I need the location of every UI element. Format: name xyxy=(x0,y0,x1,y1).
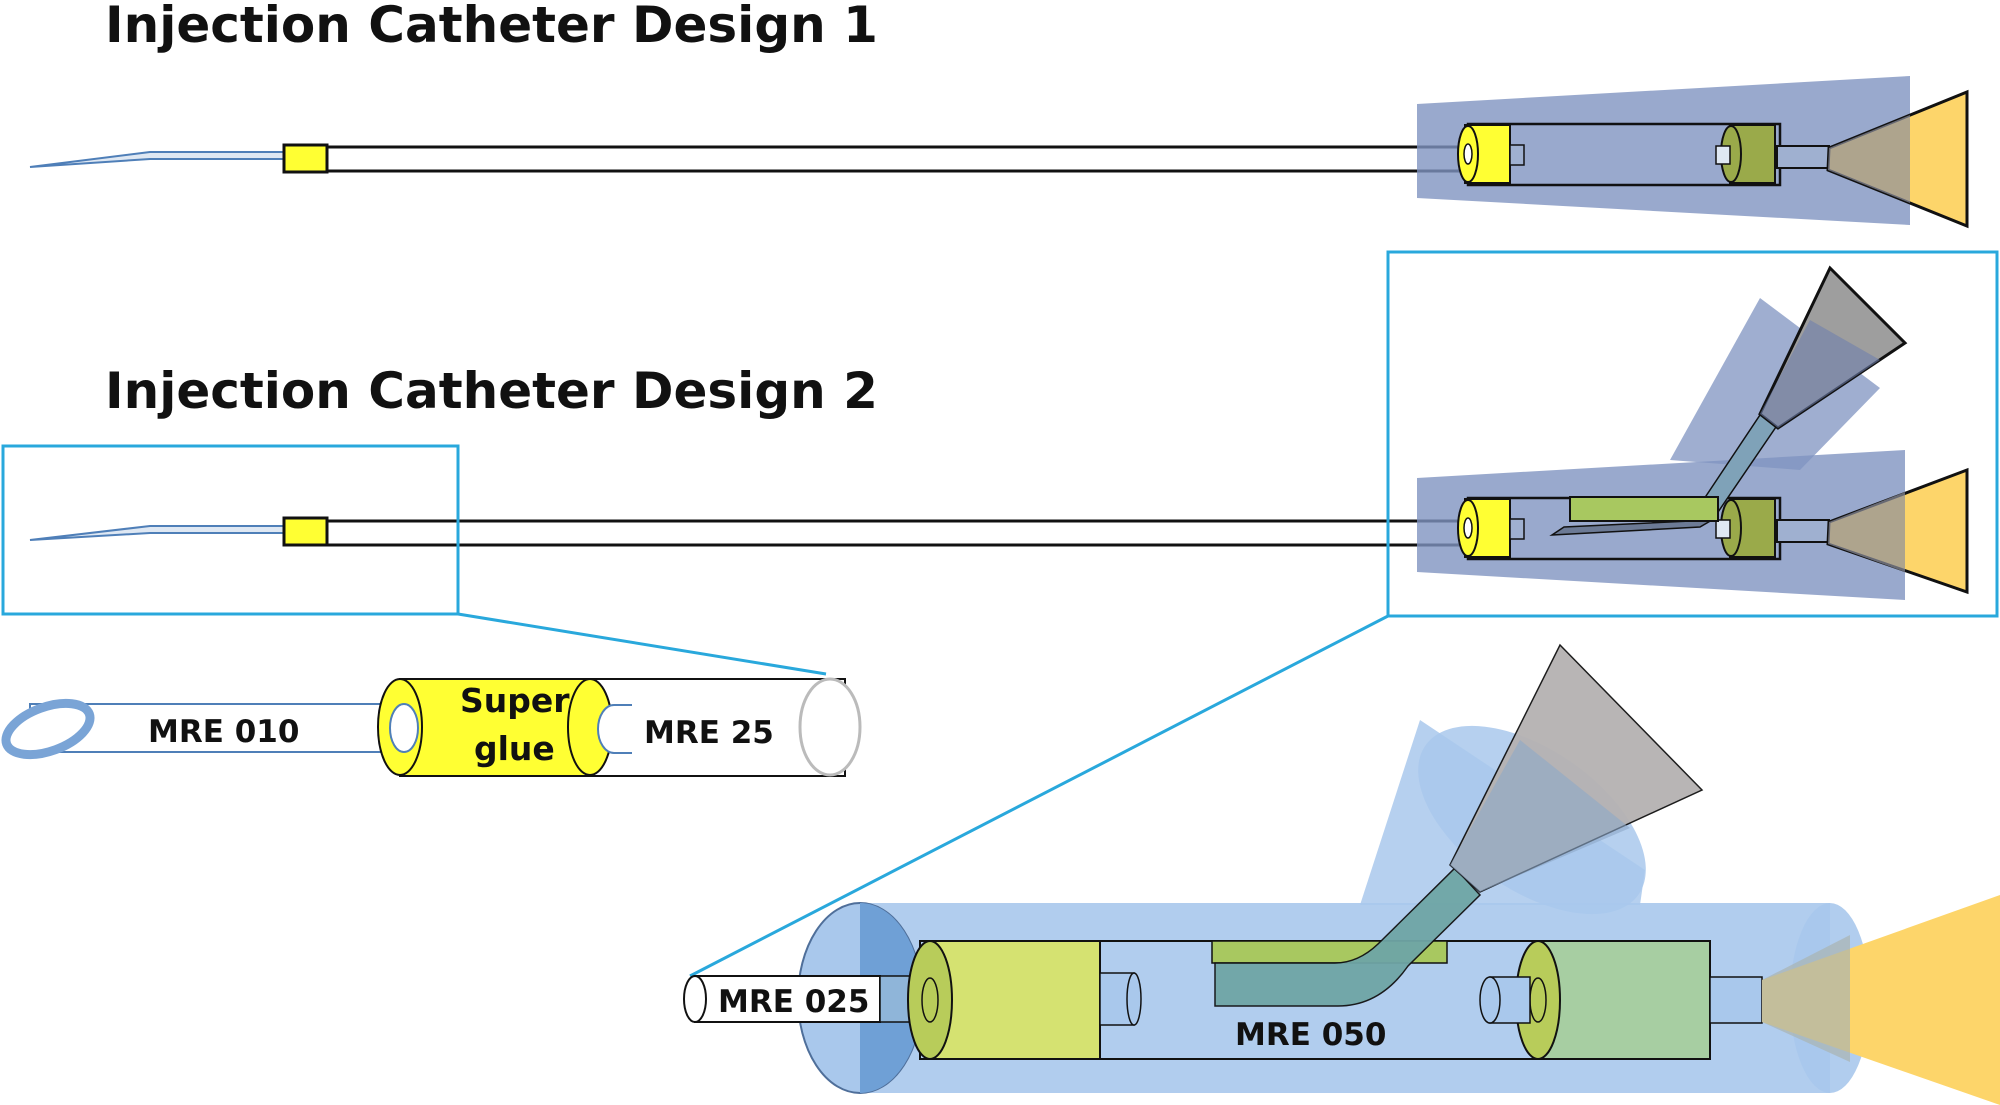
mre25-tube-end xyxy=(798,677,862,777)
detail-left-plug-bore xyxy=(921,977,939,1023)
mre025-tube-end xyxy=(683,975,707,1023)
detail-connector xyxy=(1709,976,1763,1024)
label-mre010: MRE 010 xyxy=(148,714,299,750)
detail-left-stub-end xyxy=(1126,972,1142,1026)
detail-funnel xyxy=(1762,895,2000,1105)
detail-right-plug-bore xyxy=(1529,977,1547,1023)
design1-hub-body xyxy=(1417,76,1910,225)
superglue-inner-opening xyxy=(389,703,419,753)
detail-side-funnel-shade xyxy=(1450,740,1630,892)
detail-hub: MRE 025 MRE 050 xyxy=(683,643,2000,1105)
design1-plug-stub xyxy=(1509,144,1525,166)
design1-funnel-shade xyxy=(1828,115,1910,203)
design1-green-stub xyxy=(1715,145,1731,165)
design2-green-stub xyxy=(1715,519,1731,539)
design1-yellow-plug-bore xyxy=(1463,143,1473,165)
design1-connector xyxy=(1776,145,1830,169)
design2-title: Injection Catheter Design 2 xyxy=(105,362,878,420)
design2-tubing xyxy=(325,519,1477,547)
callout-lines xyxy=(1,250,1999,978)
callout-needle-leader xyxy=(457,612,827,676)
detail-right-stub-end xyxy=(1479,976,1501,1024)
design2-plug-stub xyxy=(1509,518,1525,540)
label-superglue-line1: Super xyxy=(460,681,570,720)
detail-funnel-shade xyxy=(1762,935,1850,1062)
design1-glue-joint xyxy=(282,143,329,174)
detail-right-plug xyxy=(1537,940,1711,1060)
callout-hub-frame xyxy=(1386,250,1999,618)
design1-tubing xyxy=(325,145,1477,173)
label-superglue-line2: glue xyxy=(474,729,555,768)
design2-connector xyxy=(1776,519,1830,543)
design2-insert-bar xyxy=(1569,496,1719,522)
design1-needle xyxy=(29,151,291,168)
design2-funnel-shade xyxy=(1828,492,1905,572)
detail-glue-joint: MRE 010 Super glue MRE 25 xyxy=(1,677,862,777)
detail-left-plug xyxy=(927,940,1101,1060)
label-mre050: MRE 050 xyxy=(1235,1017,1386,1053)
design1-catheter xyxy=(29,76,1969,229)
callout-hub-leader xyxy=(689,614,1389,978)
mre25-inner-tube xyxy=(614,705,632,753)
design2-catheter xyxy=(29,265,1969,600)
detail-bent-tube xyxy=(1214,866,1482,1007)
label-mre25: MRE 25 xyxy=(644,715,774,751)
design2-needle xyxy=(29,525,291,541)
label-mre025: MRE 025 xyxy=(718,984,869,1020)
design2-yellow-plug-bore xyxy=(1463,517,1473,539)
callout-needle-frame xyxy=(1,444,460,616)
design2-side-funnel-shade xyxy=(1760,320,1880,428)
design2-glue-joint xyxy=(282,516,329,547)
design1-title: Injection Catheter Design 1 xyxy=(105,0,878,54)
mre010-tube-rim xyxy=(1,698,95,760)
